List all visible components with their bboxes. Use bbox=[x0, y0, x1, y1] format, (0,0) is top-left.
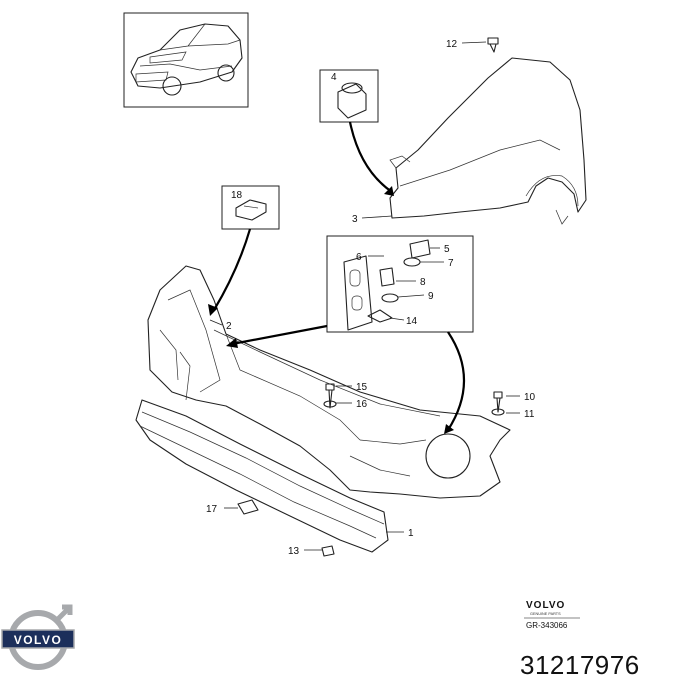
callout-8: 8 bbox=[420, 277, 426, 288]
part-number: 31217976 bbox=[520, 650, 640, 680]
callout-14: 14 bbox=[406, 316, 418, 327]
callout-7: 7 bbox=[448, 258, 454, 269]
front-fender bbox=[389, 57, 587, 225]
callout-6: 6 bbox=[356, 252, 362, 263]
clip-18-box bbox=[221, 185, 280, 230]
spacer-4-box bbox=[319, 69, 379, 123]
callout-labels: 12 4 3 18 2 5 6 7 8 9 14 15 16 10 11 17 … bbox=[206, 39, 536, 557]
callout-18: 18 bbox=[231, 190, 243, 201]
bumper-beam bbox=[135, 399, 389, 553]
diagram-code: GR-343066 bbox=[526, 621, 568, 630]
volvo-logo: VOLVO bbox=[1, 604, 75, 670]
bolt-12 bbox=[487, 37, 499, 53]
callout-9: 9 bbox=[428, 291, 434, 302]
fasteners bbox=[237, 383, 505, 557]
callout-11: 11 bbox=[524, 409, 535, 420]
callout-2: 2 bbox=[226, 321, 232, 332]
radiator-support bbox=[147, 265, 511, 499]
logo-wordmark: VOLVO bbox=[14, 633, 63, 647]
callout-10: 10 bbox=[524, 392, 536, 403]
callout-17: 17 bbox=[206, 504, 218, 515]
callout-16: 16 bbox=[356, 399, 368, 410]
leader-lines bbox=[209, 41, 520, 551]
car-thumbnail bbox=[123, 12, 249, 108]
brand-stamp: VOLVO GENUINE PARTS GR-343066 bbox=[524, 600, 580, 630]
stamp-subline: GENUINE PARTS bbox=[530, 612, 561, 616]
callout-1: 1 bbox=[408, 528, 414, 539]
callout-3: 3 bbox=[352, 214, 358, 225]
callout-12: 12 bbox=[446, 39, 458, 50]
callout-13: 13 bbox=[288, 546, 300, 557]
callout-5: 5 bbox=[444, 244, 450, 255]
callout-15: 15 bbox=[356, 382, 368, 393]
callout-4: 4 bbox=[331, 72, 337, 83]
bracket-detail-box bbox=[326, 235, 474, 333]
reference-arrows bbox=[208, 121, 465, 434]
stamp-wordmark: VOLVO bbox=[526, 600, 565, 611]
